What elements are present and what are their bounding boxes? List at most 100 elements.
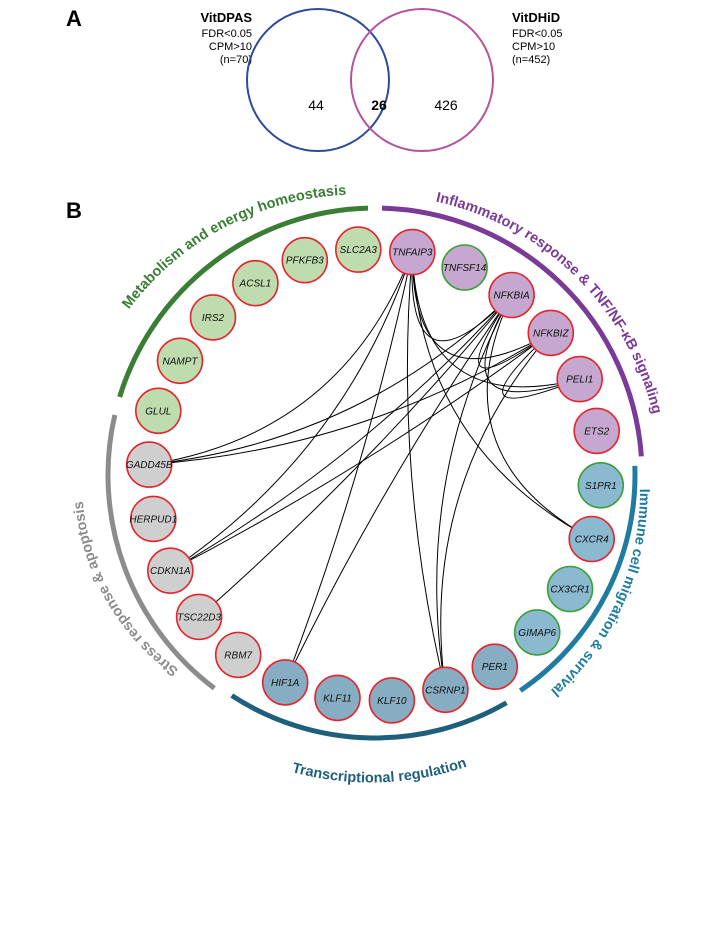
edge-nfkbiz-gadd45b — [149, 332, 552, 466]
gene-label: CX3CR1 — [550, 585, 589, 596]
left-set-line: (n=70) — [220, 54, 252, 66]
gene-circle — [135, 387, 182, 435]
gene-circle — [471, 643, 519, 691]
gene-circle — [314, 674, 361, 722]
gene-node-nampt: NAMPT — [156, 337, 204, 385]
gene-node-nfkbia: NFKBIA — [488, 271, 535, 319]
right-set-line: CPM>10 — [512, 41, 555, 53]
gene-label: RBM7 — [224, 650, 252, 661]
gene-node-gimap6: GIMAP6 — [513, 609, 561, 656]
gene-node-rbm7: RBM7 — [214, 631, 262, 679]
edge-tnfaip3-cxcr4 — [411, 252, 592, 540]
gene-circle — [556, 355, 604, 403]
gene-label: KLF10 — [377, 696, 407, 707]
gene-label: PER1 — [482, 662, 508, 673]
gene-label: NFKBIA — [494, 291, 530, 302]
gene-label: NAMPT — [163, 356, 199, 367]
gene-node-pfkfb3: PFKFB3 — [281, 236, 329, 284]
edge-nfkbia-tsc22d3 — [198, 294, 512, 618]
gene-circle — [130, 495, 177, 543]
edge-nfkbiz-csrnp1 — [440, 332, 552, 690]
gene-circle — [189, 294, 237, 341]
right-only-count: 426 — [434, 97, 458, 113]
panel-b-letter: B — [66, 198, 82, 223]
group-arc-stress — [105, 414, 216, 691]
gene-label: IRS2 — [202, 313, 225, 324]
gene-label: KLF11 — [323, 693, 352, 704]
gene-node-tnfsf14: TNFSF14 — [441, 244, 488, 291]
gene-circle — [573, 407, 621, 455]
gene-circle — [422, 666, 469, 714]
left-set-title: VitDPAS — [200, 10, 252, 25]
gene-node-hif1a: HIF1A — [261, 659, 309, 706]
left-only-count: 44 — [308, 97, 324, 113]
venn-circle-right — [350, 8, 494, 152]
gene-circle — [261, 659, 309, 706]
gene-circle — [125, 441, 173, 488]
edge-nfkbia-gadd45b — [149, 294, 512, 466]
gene-label: CDKN1A — [150, 566, 191, 577]
edge-tnfaip3-gadd45b — [149, 251, 413, 466]
gene-circle — [488, 271, 535, 319]
gene-node-irs2: IRS2 — [189, 294, 237, 341]
gene-label: GIMAP6 — [518, 628, 556, 639]
edge-nfkbia-cxcr4 — [486, 294, 592, 540]
edge-tnfaip3-hif1a — [284, 251, 413, 683]
left-set-line: FDR<0.05 — [202, 28, 252, 40]
gene-label: GLUL — [145, 406, 171, 417]
gene-node-cdkn1a: CDKN1A — [147, 547, 194, 595]
gene-node-peli1: PELI1 — [556, 355, 604, 403]
gene-node-per1: PER1 — [471, 643, 519, 691]
gene-node-herpud1: HERPUD1 — [129, 495, 177, 543]
right-set-title: VitDHiD — [512, 10, 560, 25]
group-arc-inflammatory — [381, 205, 644, 457]
venn-circle-left — [246, 8, 390, 152]
gene-circle — [441, 244, 488, 291]
gene-label: TNFAIP3 — [392, 248, 433, 259]
gene-circle — [527, 309, 575, 357]
gene-label: ACSL1 — [239, 279, 272, 290]
gene-label: CSRNP1 — [425, 685, 466, 696]
group-arc-immune — [518, 465, 638, 693]
gene-label: NFKBIZ — [533, 328, 569, 339]
group-label-transcriptional-text: Transcriptional regulation — [291, 755, 469, 786]
gene-circle — [546, 565, 594, 613]
panel-a: A VitDPAS FDR<0.05 CPM>10 (n=70) 44 26 4… — [66, 6, 562, 152]
gene-node-glul: GLUL — [135, 387, 182, 435]
edge-tnfaip3-csrnp1 — [406, 252, 446, 690]
edge-nfkbiz-peli1 — [502, 332, 580, 399]
gene-circle — [368, 677, 416, 724]
gene-label: PELI1 — [566, 375, 593, 386]
gene-node-s1pr1: S1PR1 — [577, 461, 625, 509]
edge-tnfaip3-peli1 — [411, 252, 580, 388]
gene-node-cxcr4: CXCR4 — [568, 515, 616, 563]
edge-nfkbia-cdkn1a — [170, 294, 512, 572]
edge-nfkbiz-cdkn1a — [170, 332, 552, 572]
gene-node-nfkbiz: NFKBIZ — [527, 309, 575, 357]
gene-label: SLC2A3 — [340, 245, 378, 256]
panel-b: B Metabolism and energy homeostasis Infl… — [66, 183, 665, 787]
gene-node-tnfaip3: TNFAIP3 — [388, 228, 436, 276]
left-set-line: CPM>10 — [209, 41, 252, 53]
gene-circle — [388, 228, 436, 276]
edge-tnfaip3-nfkbiz — [411, 252, 552, 360]
right-set-line: (n=452) — [512, 54, 550, 66]
panel-a-letter: A — [66, 6, 82, 31]
gene-node-gadd45b: GADD45B — [125, 441, 173, 488]
edge-layer — [149, 251, 592, 690]
edge-nfkbia-csrnp1 — [436, 294, 513, 690]
gene-label: S1PR1 — [585, 481, 617, 492]
gene-node-klf10: KLF10 — [368, 677, 416, 724]
gene-label: CXCR4 — [575, 535, 609, 546]
gene-label: PFKFB3 — [286, 256, 324, 267]
gene-label: ETS2 — [584, 426, 609, 437]
gene-node-klf11: KLF11 — [314, 674, 361, 722]
gene-circle — [334, 226, 382, 273]
group-label-transcriptional: Transcriptional regulation — [291, 755, 469, 786]
gene-label: TNFSF14 — [443, 263, 487, 274]
overlap-count: 26 — [371, 97, 387, 113]
edge-tnfaip3-cdkn1a — [170, 251, 413, 572]
gene-node-ets2: ETS2 — [573, 407, 621, 455]
